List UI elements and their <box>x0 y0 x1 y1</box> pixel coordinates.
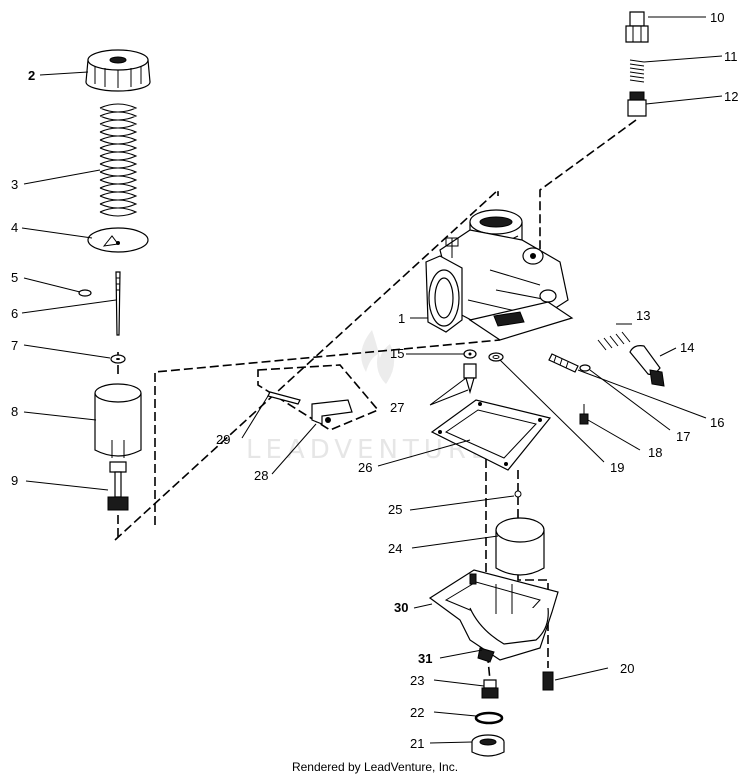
part-23-nozzle <box>481 679 499 699</box>
part-27-main-jet <box>463 363 477 395</box>
part-2-cap <box>85 49 151 92</box>
callout-28: 28 <box>254 468 268 483</box>
part-13-spring <box>597 331 631 351</box>
part-30-float-bowl <box>428 569 559 663</box>
callout-17: 17 <box>676 429 690 444</box>
footer-credit: Rendered by LeadVenture, Inc. <box>291 760 459 774</box>
part-19-o-ring <box>488 352 504 362</box>
callout-1: 1 <box>398 311 405 326</box>
part-10-fitting <box>625 11 649 43</box>
callout-19: 19 <box>610 460 624 475</box>
part-6-needle <box>115 271 121 336</box>
part-17-washer <box>579 364 591 372</box>
callout-15: 15 <box>390 346 404 361</box>
callout-25: 25 <box>388 502 402 517</box>
part-3-spring <box>99 103 138 217</box>
part-9-screw <box>107 461 129 511</box>
callout-4: 4 <box>11 220 18 235</box>
callout-5: 5 <box>11 270 18 285</box>
part-11-spring <box>629 59 645 83</box>
callout-26: 26 <box>358 460 372 475</box>
part-12-plunger <box>627 91 647 117</box>
part-21-drain-plug <box>471 734 505 757</box>
callout-11: 11 <box>724 49 738 64</box>
callout-20: 20 <box>620 661 634 676</box>
part-20-screw <box>542 671 554 691</box>
callout-8: 8 <box>11 404 18 419</box>
part-5-clip <box>78 289 92 297</box>
callout-12: 12 <box>724 89 738 104</box>
part-7-washer <box>110 354 126 364</box>
callout-29: 29 <box>216 432 230 447</box>
callout-6: 6 <box>11 306 18 321</box>
part-24-float <box>495 517 545 576</box>
callout-23: 23 <box>410 673 424 688</box>
part-22-o-ring <box>474 711 504 725</box>
callout-16: 16 <box>710 415 724 430</box>
callout-22: 22 <box>410 705 424 720</box>
part-14-screw <box>629 345 665 387</box>
callout-10: 10 <box>710 10 724 25</box>
assembly-lines <box>114 119 637 681</box>
callout-14: 14 <box>680 340 694 355</box>
callout-13: 13 <box>636 308 650 323</box>
part-29-pin <box>267 391 301 405</box>
callout-31: 31 <box>418 651 432 666</box>
part-4-plate <box>87 227 149 253</box>
callout-3: 3 <box>11 177 18 192</box>
part-16-needle-jet <box>548 353 579 373</box>
callout-24: 24 <box>388 541 402 556</box>
callout-2: 2 <box>28 68 35 83</box>
part-18-screw <box>579 404 589 425</box>
callout-labels: 2 3 4 5 6 7 8 9 10 11 12 1 13 14 15 16 1… <box>11 10 738 751</box>
callout-7: 7 <box>11 338 18 353</box>
callout-9: 9 <box>11 473 18 488</box>
leader-lines <box>21 16 723 744</box>
part-25-pin <box>514 490 522 498</box>
part-8-slide <box>94 383 142 458</box>
callout-18: 18 <box>648 445 662 460</box>
callout-30: 30 <box>394 600 408 615</box>
part-26-gasket <box>430 399 552 471</box>
part-28-bracket <box>311 399 353 425</box>
part-1-carburetor-body <box>425 209 574 341</box>
callout-21: 21 <box>410 736 424 751</box>
part-15-jet <box>463 349 477 359</box>
callout-27: 27 <box>390 400 404 415</box>
